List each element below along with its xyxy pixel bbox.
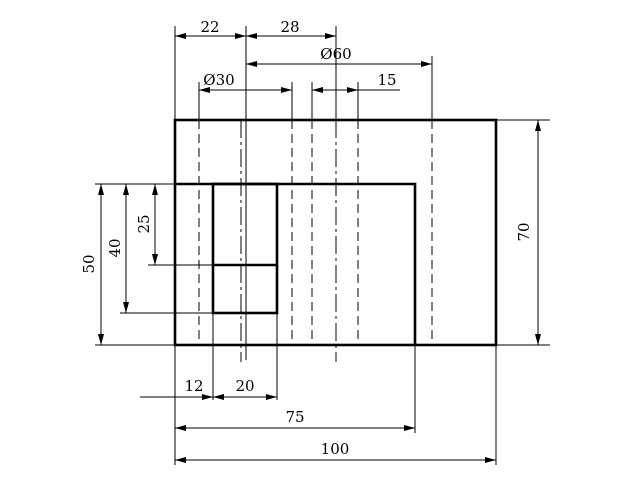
dim-label-25: 25 bbox=[135, 214, 153, 233]
dim-label-70: 70 bbox=[515, 222, 533, 241]
center-lines bbox=[240, 120, 337, 362]
arrowhead bbox=[404, 425, 415, 431]
arrowhead bbox=[199, 87, 210, 93]
arrowhead bbox=[152, 184, 158, 195]
arrowhead bbox=[246, 33, 257, 39]
arrowhead bbox=[325, 33, 336, 39]
arrowhead bbox=[535, 334, 541, 345]
arrowhead bbox=[235, 33, 246, 39]
arrowhead bbox=[266, 394, 277, 400]
dim-label-100: 100 bbox=[321, 440, 350, 458]
arrowhead bbox=[175, 33, 186, 39]
extension-lines bbox=[95, 26, 550, 465]
arrowhead bbox=[123, 302, 129, 313]
hidden-lines bbox=[198, 120, 433, 345]
arrowhead bbox=[312, 87, 323, 93]
arrowhead bbox=[535, 120, 541, 131]
arrowhead bbox=[152, 254, 158, 265]
dim-label-dia30: Ø30 bbox=[203, 71, 234, 89]
arrowheads bbox=[98, 33, 541, 463]
arrowhead bbox=[347, 87, 358, 93]
arrowhead bbox=[421, 61, 432, 67]
arrowhead bbox=[202, 394, 213, 400]
arrowhead bbox=[175, 425, 186, 431]
arrowhead bbox=[98, 334, 104, 345]
arrowhead bbox=[98, 184, 104, 195]
arrowhead bbox=[281, 87, 292, 93]
dim-label-40: 40 bbox=[106, 238, 124, 257]
arrowhead bbox=[485, 457, 496, 463]
dim-label-12: 12 bbox=[184, 377, 203, 395]
arrowhead bbox=[246, 61, 257, 67]
arrowhead bbox=[213, 394, 224, 400]
slot-rectangle bbox=[211, 182, 279, 315]
dim-label-22: 22 bbox=[200, 18, 219, 36]
dimension-labels: 22 28 Ø60 Ø30 15 70 50 40 25 12 20 75 10… bbox=[80, 18, 533, 458]
dim-label-75: 75 bbox=[285, 408, 304, 426]
dim-label-20: 20 bbox=[235, 377, 254, 395]
dim-label-28: 28 bbox=[280, 18, 299, 36]
dimension-lines bbox=[100, 35, 539, 461]
arrowhead bbox=[175, 457, 186, 463]
dim-label-15: 15 bbox=[377, 71, 396, 89]
arrowhead bbox=[123, 184, 129, 195]
dim-label-dia60: Ø60 bbox=[320, 45, 351, 63]
dim-label-50: 50 bbox=[80, 254, 98, 273]
